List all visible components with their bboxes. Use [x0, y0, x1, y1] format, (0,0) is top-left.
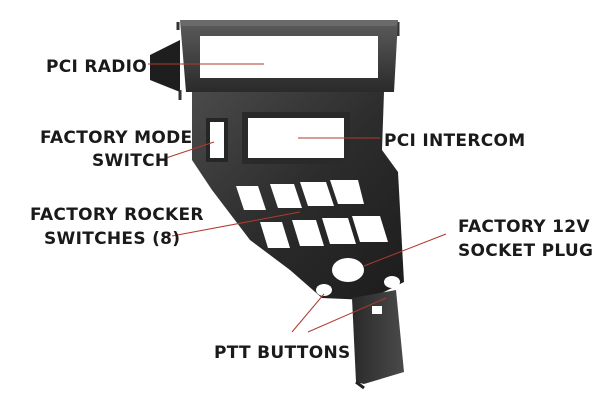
label-factory-rocker-switches-line-1: FACTORY ROCKER	[30, 205, 204, 225]
label-ptt-buttons: PTT BUTTONS	[214, 343, 351, 363]
ptt-button-hole-right	[384, 276, 400, 288]
radio-frame-left-tab	[150, 22, 182, 100]
rocker-cutout	[352, 216, 388, 242]
leader-ptt-left	[291, 293, 325, 333]
leader-rocker-switches	[171, 211, 301, 237]
rocker-switch-cutouts	[236, 180, 388, 248]
rocker-cutout	[236, 186, 266, 210]
label-pci-intercom: PCI INTERCOM	[384, 131, 525, 151]
rocker-cutout	[300, 182, 334, 206]
rocker-cutout	[270, 184, 302, 208]
leader-12v-socket	[363, 233, 447, 267]
label-factory-12v-socket-plug-line-2: SOCKET PLUG	[458, 241, 593, 261]
label-factory-rocker-switches-line-2: SWITCHES (8)	[44, 229, 180, 249]
label-factory-12v-socket-plug-line-1: FACTORY 12V	[458, 217, 590, 237]
radio-frame	[180, 20, 398, 92]
rocker-cutout	[292, 220, 324, 246]
rocker-cutout	[322, 218, 356, 244]
mode-switch-cutout	[210, 122, 224, 158]
radio-cutout	[200, 36, 378, 78]
label-factory-mode-switch-line-2: SWITCH	[92, 151, 169, 171]
ptt-button-hole-left	[316, 284, 332, 296]
leader-lines	[148, 63, 447, 333]
label-pci-radio: PCI RADIO	[46, 57, 147, 77]
leader-ptt-right	[307, 297, 387, 333]
rocker-cutout	[260, 222, 290, 248]
mounting-tab	[352, 290, 404, 390]
label-factory-mode-switch-line-1: FACTORY MODE	[40, 128, 192, 148]
socket-plug-hole	[332, 258, 364, 282]
rocker-cutout	[330, 180, 364, 204]
leader-mode-switch	[165, 141, 215, 159]
